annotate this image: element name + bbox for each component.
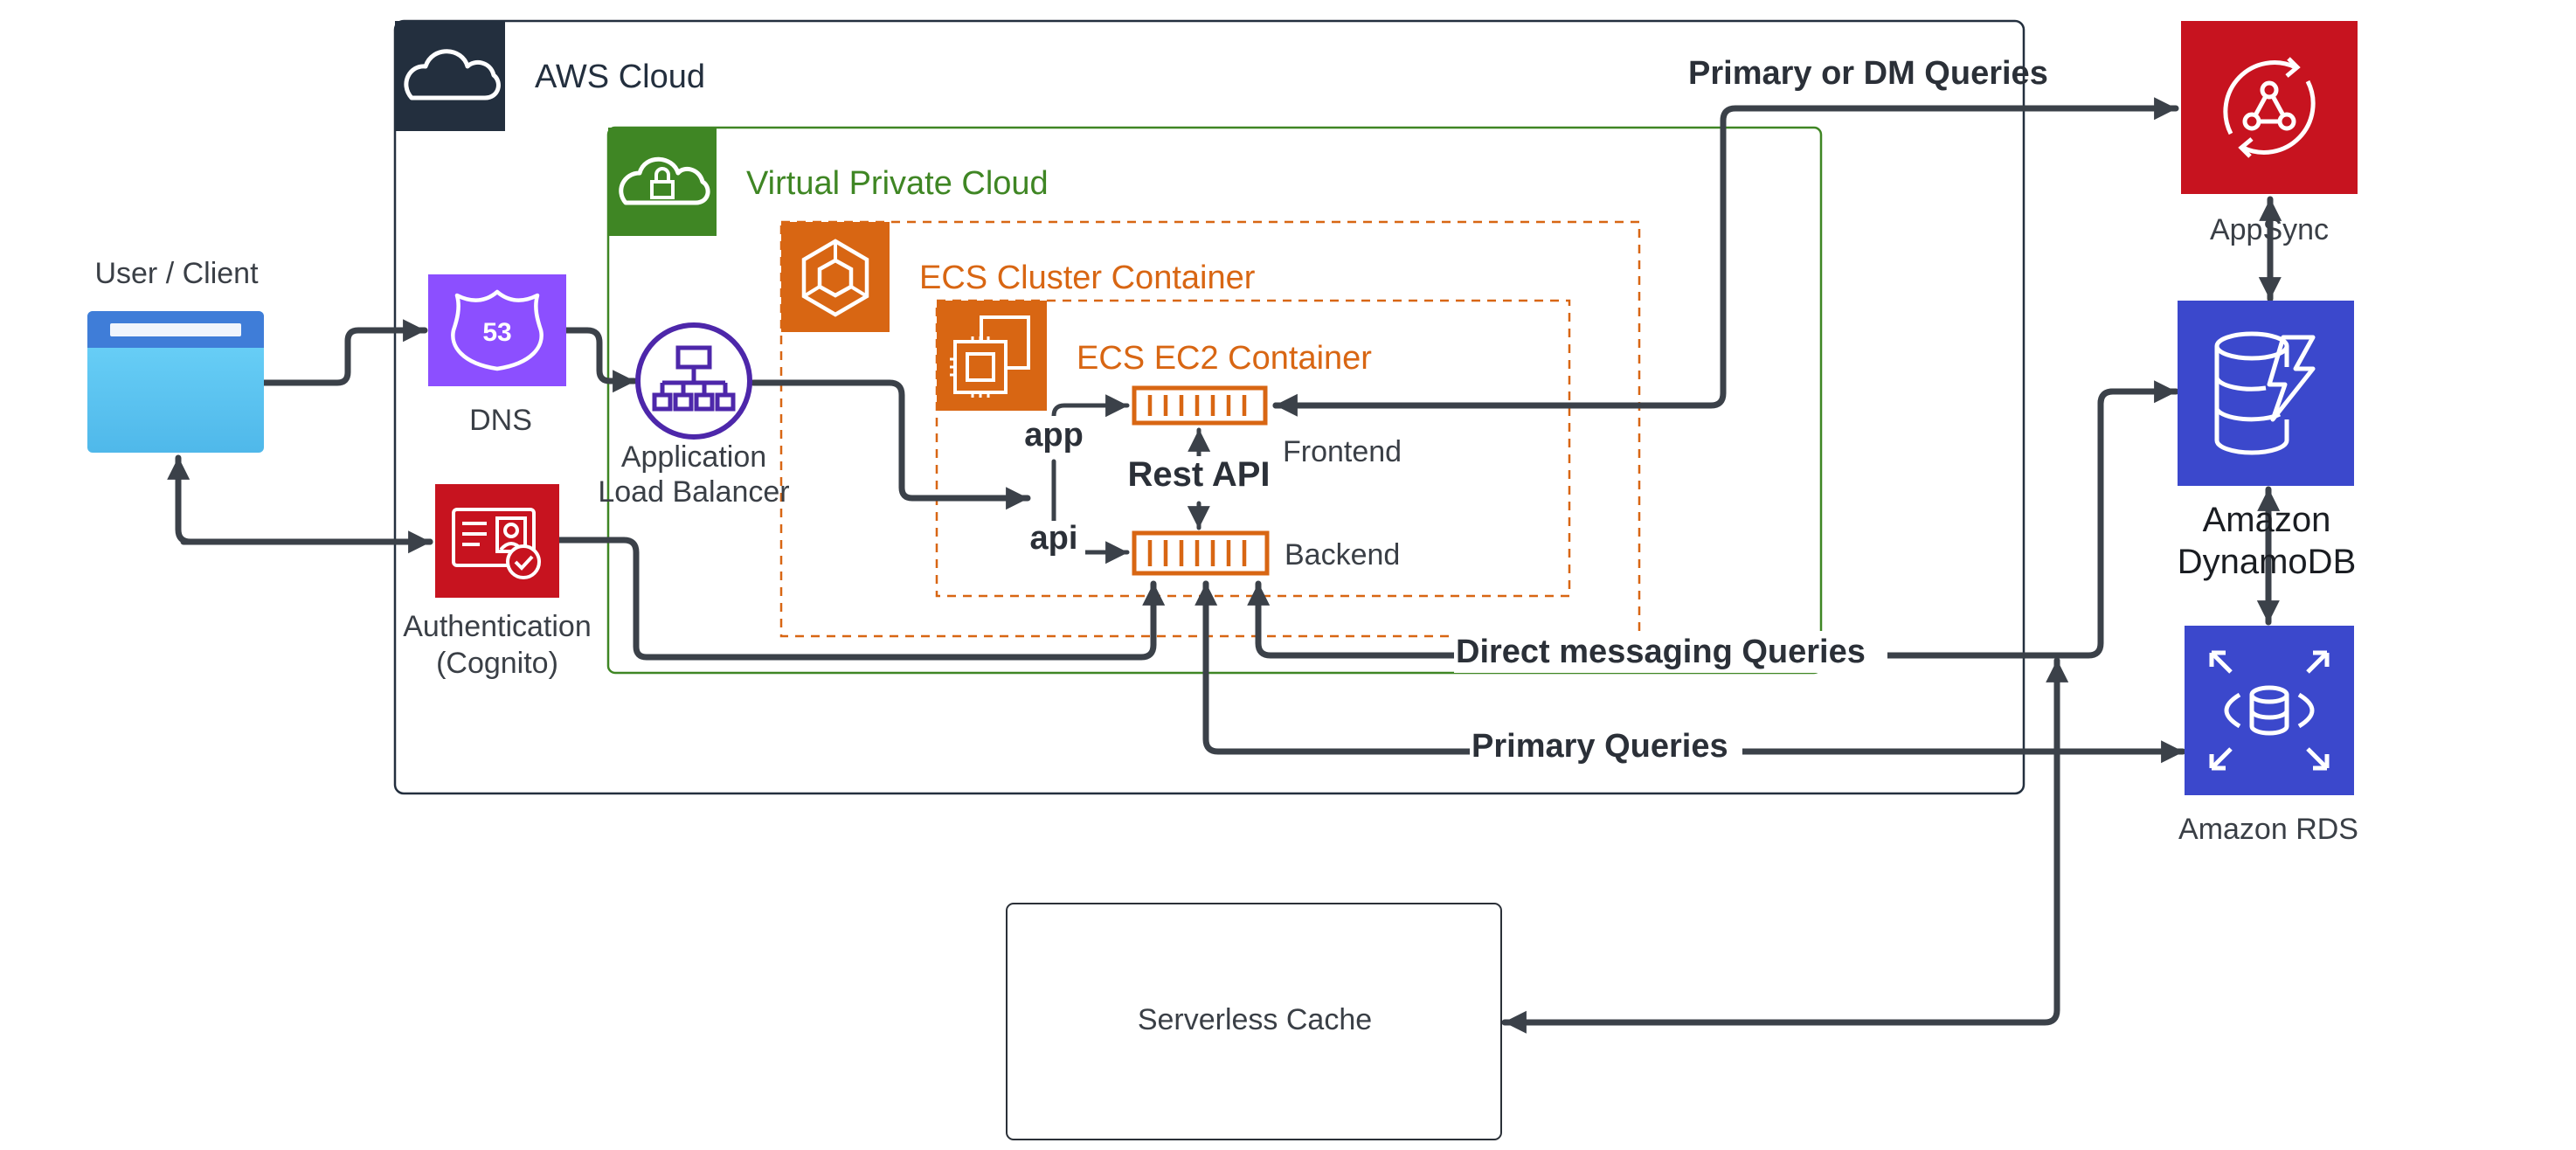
rds-node: Amazon RDS [2178, 626, 2358, 846]
lock-cloud-icon [619, 156, 710, 205]
vpc-label: Virtual Private Cloud [746, 165, 1049, 202]
load-balancer-icon [652, 345, 736, 412]
frontend-node: Frontend [1132, 385, 1402, 468]
aws-cloud-badge [395, 21, 505, 131]
edge-labels: Primary or DM Queries Direct messaging Q… [1454, 55, 2048, 767]
appsync-label: AppSync [2210, 213, 2329, 246]
chip-icon [950, 315, 1030, 398]
queue-icon [1132, 530, 1270, 576]
client-node: User / Client [87, 257, 264, 453]
cache-node: Serverless Cache [1006, 903, 1502, 1140]
edge-cognito-backend [556, 537, 1166, 661]
alb-label-line1: Application [621, 440, 766, 474]
backend-label: Backend [1285, 538, 1400, 572]
dynamodb-icon [2214, 331, 2316, 455]
queue-icon [1132, 385, 1268, 426]
edge-backend-dynamodb-head [2097, 380, 2179, 440]
connectors [167, 97, 2282, 1034]
edge-alb-bracket [750, 379, 1031, 510]
cognito-label-line1: Authentication [403, 610, 592, 643]
edge-dynamodb-backend [1247, 388, 2179, 659]
aws-cloud-label: AWS Cloud [535, 59, 705, 95]
cache-label: Serverless Cache [1138, 1003, 1372, 1036]
edge-label-primary: Primary Queries [1472, 728, 1728, 765]
backend-node: Backend [1132, 530, 1400, 576]
edge-client-cognito [167, 454, 433, 545]
ecs-ec2-group: ECS EC2 Container [935, 299, 1571, 598]
edge-label-direct-messaging: Direct messaging Queries [1456, 634, 1866, 670]
ecs-ec2-label: ECS EC2 Container [1077, 340, 1372, 377]
dynamodb-node: Amazon DynamoDB [2178, 301, 2357, 581]
edge-client-dns [260, 319, 428, 386]
route53-badge-text: 53 [482, 318, 511, 347]
edge-app-frontend [1051, 394, 1130, 427]
rest-api-label: Rest API [1127, 455, 1270, 494]
id-card-check-icon [452, 508, 541, 579]
route53-shield-icon: 53 [451, 289, 544, 371]
appsync-node: AppSync [2181, 21, 2358, 246]
client-label: User / Client [94, 257, 259, 290]
edge-backend-rds [1202, 580, 2186, 764]
edge-frontend-appsync [1272, 97, 2179, 409]
app-label: app [1024, 417, 1084, 454]
cognito-node: Authentication (Cognito) [403, 484, 592, 680]
cloud-icon [404, 49, 501, 100]
ecs-icon [801, 239, 869, 317]
dynamodb-label-line1: Amazon [2203, 501, 2331, 539]
aws-cloud-group: AWS Cloud [393, 19, 2025, 795]
edge-label-primary-dm: Primary or DM Queries [1688, 55, 2048, 92]
dns-label: DNS [469, 404, 532, 437]
edge-dns-alb [561, 327, 638, 393]
rds-label: Amazon RDS [2178, 813, 2358, 846]
ecs-cluster-label: ECS Cluster Container [919, 260, 1256, 296]
alb-node: Application Load Balancer [598, 322, 790, 509]
dns-node: 53 DNS [428, 274, 566, 437]
dynamodb-label-line2: DynamoDB [2178, 543, 2357, 581]
cognito-label-line2: (Cognito) [436, 647, 558, 680]
api-label: api [1030, 520, 1078, 557]
appsync-icon [2223, 57, 2316, 158]
rds-icon [2209, 650, 2330, 771]
alb-label-line2: Load Balancer [598, 475, 789, 509]
frontend-label: Frontend [1283, 435, 1402, 468]
edge-trunk-cache [1501, 657, 2060, 1034]
ecs-cluster-group: ECS Cluster Container [779, 220, 1641, 638]
browser-window-icon [87, 311, 264, 453]
vpc-group: Virtual Private Cloud [606, 126, 1823, 675]
